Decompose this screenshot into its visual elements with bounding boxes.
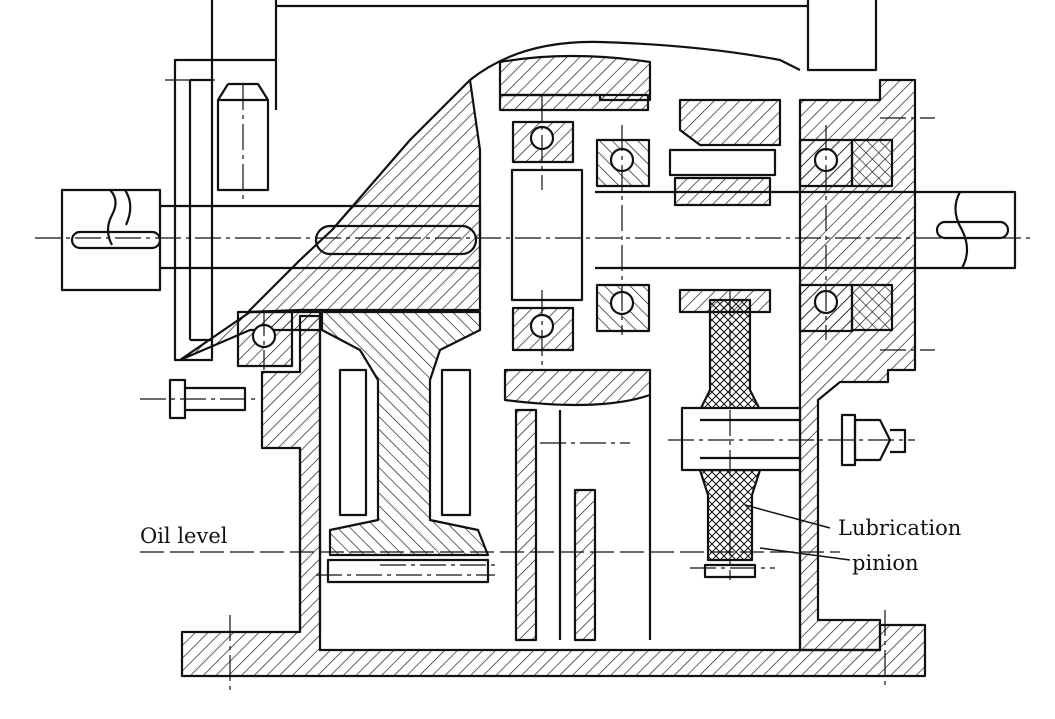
pinion-axle [680,406,802,472]
shaft-break-left [106,189,132,246]
lubrication-label-line2: pinion [852,551,919,575]
center-sleeve [510,168,584,302]
upper-gear [498,54,652,102]
output-shaft [595,190,1017,270]
output-gear [678,98,782,147]
oil-level-label: Oil level [140,524,228,548]
pinion-axle-lines [700,418,800,460]
lubrication-label-line1: Lubrication [838,516,962,540]
keyway-right [935,220,1010,240]
left-end-cap [173,58,214,362]
large-gear-body [320,310,490,557]
washer [840,413,857,467]
right-cap [850,138,894,332]
keyway-center [314,224,478,256]
output-gear-lower [673,176,772,207]
gear-hub-hole-right [440,368,472,517]
cover-curve [469,40,801,81]
leader-line-upper [744,504,831,529]
upper-gear-rim [498,93,650,112]
input-shaft-left-end [60,188,162,292]
shaft-break-right [954,191,969,269]
keyway-left [70,230,162,250]
input-shaft-main [160,204,482,270]
large-gear-rim [326,558,490,584]
output-collar [668,148,777,177]
left-bolt [216,82,270,192]
housing-inner-rib-2 [514,408,538,642]
housing-right-wall [798,78,917,652]
frame-top [210,0,878,110]
gear-hub-hole-left [338,368,368,517]
bevel-cone [246,78,482,314]
housing-inner-rib [573,488,597,642]
inner-wall-lines [298,330,802,650]
left-end-cap-inner [188,78,212,342]
leader-line-lower [759,547,851,561]
lower-gear [503,368,652,407]
